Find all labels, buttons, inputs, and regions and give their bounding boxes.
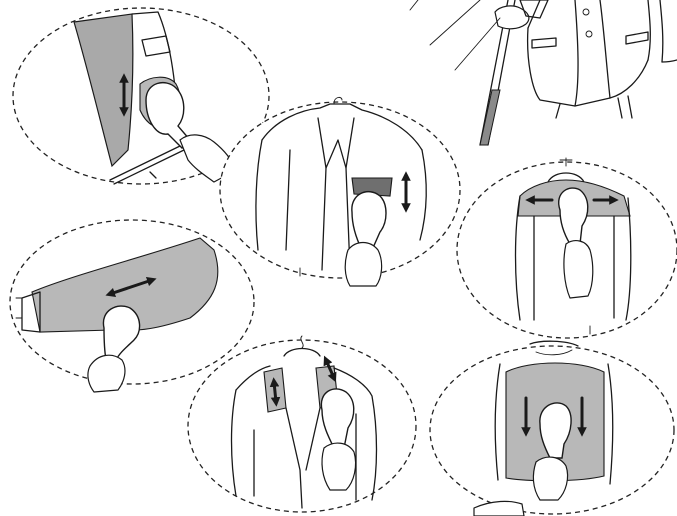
step-sleeve <box>10 220 254 392</box>
step-collar <box>188 336 416 512</box>
jacket-on-stand-illustration <box>410 0 677 145</box>
hand-icon <box>345 243 381 287</box>
step-back <box>430 341 674 516</box>
hand-icon <box>533 457 567 500</box>
dashed-oval <box>188 340 416 512</box>
step-shoulders <box>457 158 677 338</box>
hand-icon <box>474 501 524 516</box>
hand-icon <box>564 241 593 298</box>
hand-icon <box>322 443 356 490</box>
up-down-arrow-icon <box>274 382 276 402</box>
